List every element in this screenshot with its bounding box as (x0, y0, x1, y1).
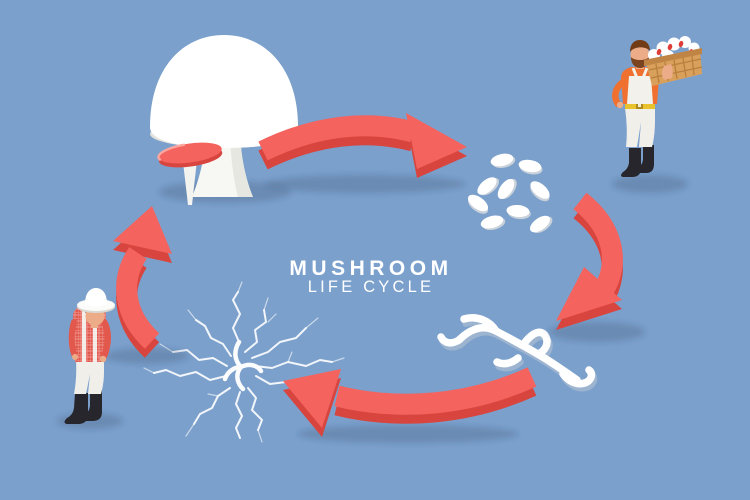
harvester-back-boot (635, 145, 654, 173)
mushroom-cap (150, 35, 298, 148)
arrow-face (258, 113, 467, 169)
harvester-pants (625, 108, 655, 147)
mushroom-basket (644, 36, 703, 86)
red-mushroom-stem (183, 160, 197, 205)
arrow-face (283, 367, 537, 428)
mycelium-network-icon (143, 281, 345, 443)
spore-seed (518, 159, 543, 175)
spore-germination-icon (437, 314, 598, 392)
harvester-shadow (612, 175, 688, 193)
red-mushroom-cap (157, 142, 223, 168)
cycle-arrow-left-icon (105, 206, 189, 364)
arrow-face (556, 192, 623, 321)
arrow-shadow (265, 175, 465, 193)
red-cap-highlight (157, 143, 185, 162)
farmer-front-boot (64, 393, 88, 424)
spore-seed (480, 215, 506, 231)
mushroom-fruiting-body-icon (150, 35, 298, 205)
cycle-title-line2: LIFE CYCLE (308, 278, 434, 296)
harvester-apron-straps (631, 67, 649, 79)
farmer-icon (57, 288, 123, 429)
harvester-right-hand (662, 64, 673, 80)
cycle-arrow-bottom-icon (283, 367, 537, 443)
germination-hyphae (437, 314, 596, 388)
spore-seed (490, 153, 516, 168)
farmer-suspender-left (82, 307, 86, 362)
farmer-right-arm (100, 318, 111, 360)
spore-seed (467, 194, 489, 214)
cycle-arrow-top-icon (258, 113, 467, 193)
farmer-left-arm (68, 319, 77, 357)
basket-rim (644, 48, 702, 66)
arrow-shadow (549, 322, 645, 342)
arrow-face (113, 206, 172, 349)
mushroom-harvester-icon (612, 36, 703, 193)
farmer-hat-crown (85, 288, 107, 307)
farmer-right-hand (99, 355, 107, 363)
harvester-front-boot (621, 148, 641, 177)
spores-icon (467, 153, 553, 234)
arrow-shadow (298, 425, 518, 443)
farmer-pants (74, 360, 104, 394)
harvester-hair (630, 40, 650, 52)
spore-seed (497, 178, 517, 200)
arrow-shadow (105, 348, 189, 364)
farmer-left-hand (72, 354, 78, 360)
farmer-suspender-right (93, 307, 97, 362)
cycle-title-line1: MUSHROOM (289, 257, 452, 280)
spore-seed (529, 215, 553, 234)
spore-seed (530, 181, 550, 202)
mycelium-knot (222, 339, 264, 392)
harvester-left-hand (616, 101, 624, 109)
cycle-arrow-right-icon (549, 192, 645, 342)
harvester-apron (627, 76, 653, 104)
spore-seed (506, 204, 531, 220)
harvester-buckle-pin (638, 104, 641, 107)
farmer-back-boot (81, 390, 102, 421)
harvester-akimbo-arm (612, 78, 627, 108)
spore-seed (477, 177, 500, 196)
